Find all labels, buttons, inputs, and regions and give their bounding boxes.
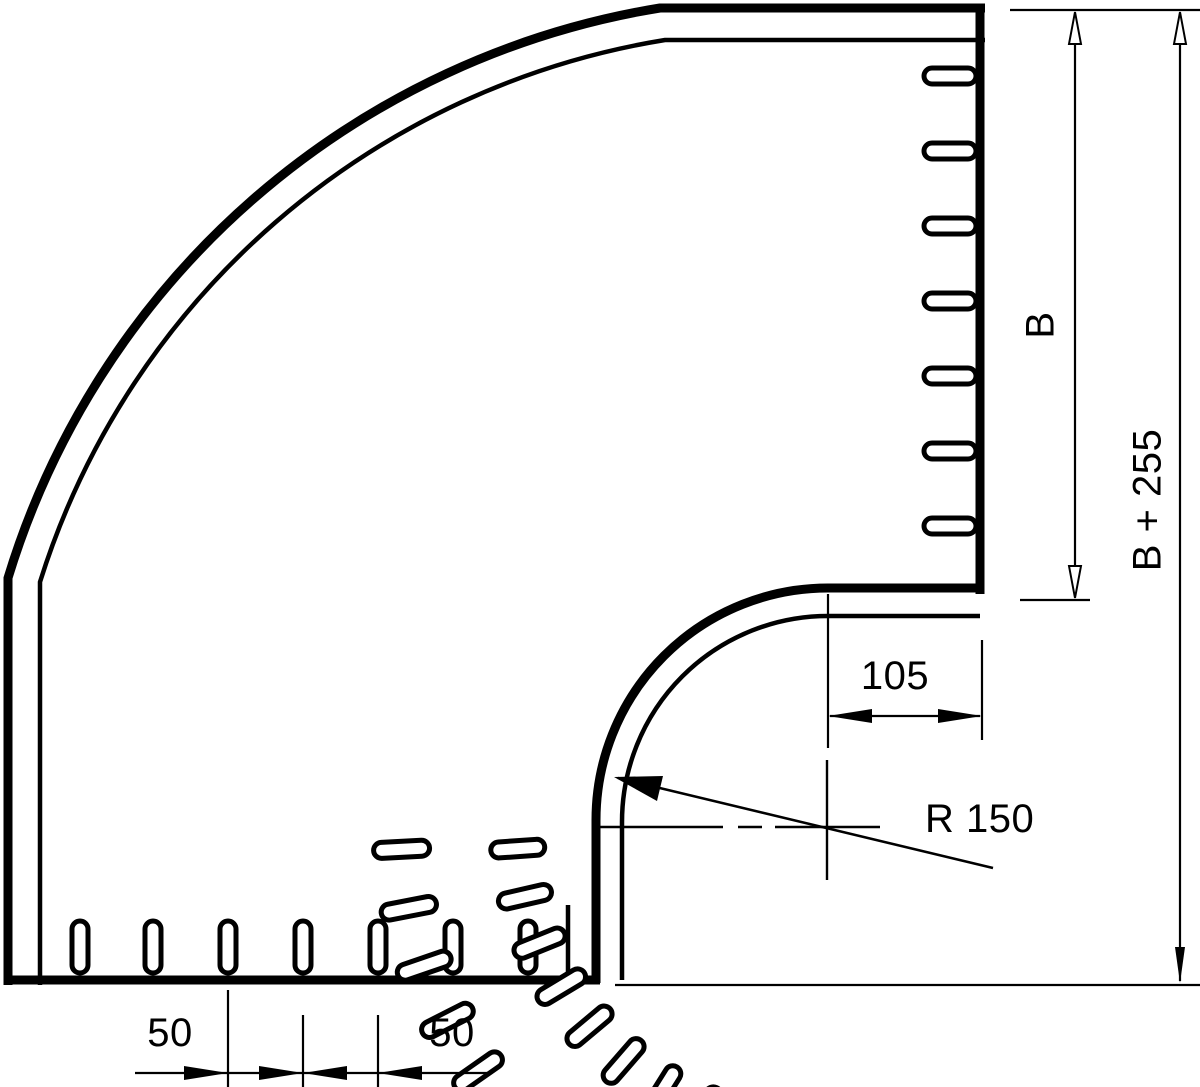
dimension-B: B <box>1010 8 1200 602</box>
label-B-plus-255: B + 255 <box>1126 429 1170 572</box>
d105-arrow-left <box>828 709 872 723</box>
outer-arc-slot-group <box>371 837 505 1087</box>
slot-bottom-3 <box>217 918 239 976</box>
tray-edges <box>4 8 985 985</box>
slot-right-3 <box>921 215 979 237</box>
bp255-arrow-top <box>1172 11 1188 45</box>
slot-right-4 <box>921 290 979 312</box>
tray-outer-profile <box>3 3 985 985</box>
slot-inner-arc-5 <box>564 1003 615 1049</box>
slot-outer-arc-1 <box>371 837 433 861</box>
label-50-left: 50 <box>147 1011 193 1055</box>
slot-right-2 <box>921 140 979 162</box>
slot-right-6 <box>921 440 979 462</box>
slot-inner-arc-3 <box>511 925 568 961</box>
dimension-B-plus-255: B + 255 <box>615 11 1200 987</box>
d50-arrow-d <box>378 1066 422 1080</box>
slot-outer-arc-5 <box>451 1049 505 1087</box>
r150-arrow <box>614 776 663 801</box>
slot-outer-arc-4 <box>419 1000 476 1040</box>
slot-inner-arc-2 <box>495 881 554 912</box>
r150-leader-line <box>617 776 994 870</box>
slot-bottom-2 <box>142 918 164 976</box>
slot-inner-arc-4 <box>534 966 589 1007</box>
dimension-105: 105 <box>826 594 984 748</box>
right-slot-group <box>921 65 979 537</box>
label-105: 105 <box>861 654 929 698</box>
label-50-right: 50 <box>429 1011 475 1055</box>
d50-arrow-c <box>303 1066 347 1080</box>
bp255-arrow-bottom <box>1175 947 1185 983</box>
slot-bottom-5 <box>367 918 389 976</box>
slot-inner-arc-1 <box>488 836 548 861</box>
d50-arrow-b <box>259 1066 303 1080</box>
d50-arrow-a <box>184 1066 228 1080</box>
d105-arrow-right <box>938 709 982 723</box>
bottom-slot-group <box>69 918 539 976</box>
b-arrow-bottom <box>1067 565 1083 599</box>
outer-contour-thick <box>3 3 985 985</box>
inner-bend-profile <box>591 583 980 980</box>
slot-outer-arc-3 <box>394 948 454 983</box>
slot-right-1 <box>921 65 979 87</box>
slot-right-5 <box>921 365 979 387</box>
b-arrow-top <box>1067 11 1083 45</box>
outer-flange-thin <box>37 37 985 985</box>
slot-right-7 <box>921 515 979 537</box>
label-R150: R 150 <box>925 797 1034 841</box>
inner-flange-thin <box>619 613 980 980</box>
slot-bottom-1 <box>69 918 91 976</box>
dimension-50-group: 50 50 <box>135 990 490 1087</box>
inner-contour-thick <box>591 583 980 980</box>
label-B: B <box>1019 311 1063 338</box>
slot-bottom-4 <box>292 918 314 976</box>
slot-inner-arc-7 <box>642 1063 684 1087</box>
slot-outer-arc-2 <box>378 893 439 923</box>
inner-arc-slot-group <box>488 836 724 1087</box>
slot-inner-arc-6 <box>600 1036 647 1086</box>
bend-center-and-radius: R 150 <box>600 760 1034 880</box>
